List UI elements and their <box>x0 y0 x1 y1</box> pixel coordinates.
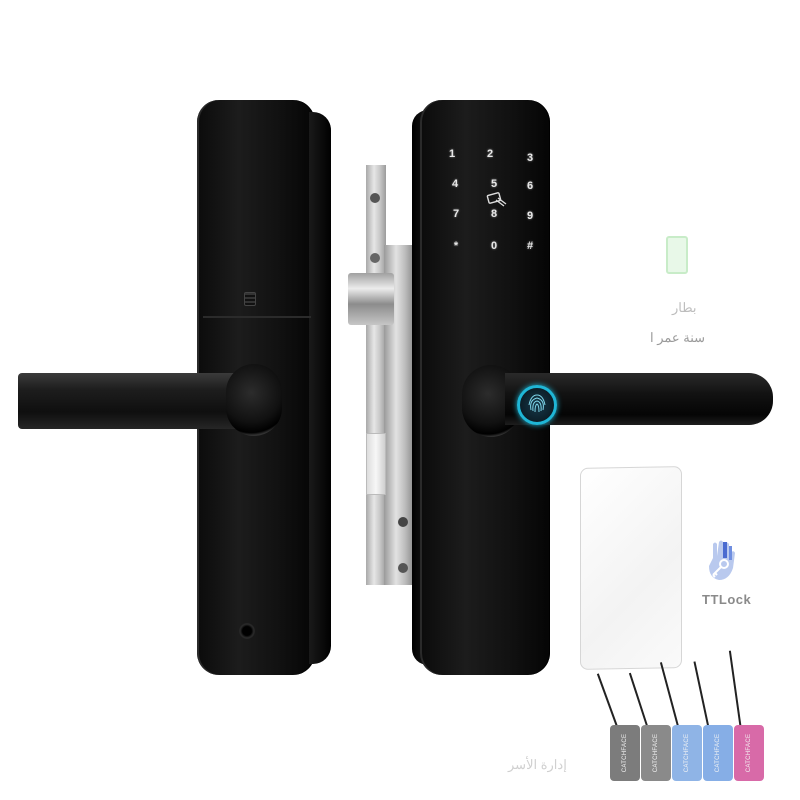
arabic-text-line-1: بطار <box>672 300 697 315</box>
app-logo-text: TTLock <box>702 592 752 607</box>
key-7[interactable]: 7 <box>452 208 460 220</box>
key-2[interactable]: 2 <box>486 148 494 160</box>
battery-cover-seam <box>203 316 311 318</box>
deadbolt <box>366 433 386 495</box>
key-star[interactable]: * <box>453 240 459 252</box>
key-8[interactable]: 8 <box>490 208 498 220</box>
rfid-fob: CATCHFACE <box>641 725 671 781</box>
key-hash[interactable]: # <box>526 240 534 252</box>
key-4[interactable]: 4 <box>451 178 459 190</box>
mortise-lock-body <box>348 165 420 585</box>
fingerprint-icon <box>528 394 546 413</box>
phone-battery-graphic <box>666 236 688 274</box>
arabic-text-bottom: إدارة الأسر <box>508 757 567 772</box>
back-handle-rose <box>226 364 282 436</box>
key-6[interactable]: 6 <box>526 180 534 192</box>
arabic-text-line-2: سنة عمر ا <box>650 330 706 345</box>
rfid-fob-group: CATCHFACE CATCHFACE CATCHFACE CATCHFACE … <box>596 640 770 790</box>
faceplate-screw-icon <box>370 253 380 263</box>
screw-slot-icon <box>244 292 256 306</box>
mechanical-keyhole-icon <box>239 623 255 639</box>
hand-key-icon <box>703 538 743 586</box>
rfid-fob: CATCHFACE <box>734 725 764 781</box>
faceplate-screw-icon <box>398 517 408 527</box>
faceplate-screw-icon <box>370 193 380 203</box>
back-lever-handle[interactable] <box>18 373 240 429</box>
key-0[interactable]: 0 <box>490 240 498 252</box>
rfid-fob: CATCHFACE <box>610 725 640 781</box>
keypad: 1 2 3 4 5 6 7 8 9 * 0 # <box>442 140 542 260</box>
fingerprint-sensor[interactable] <box>517 385 557 425</box>
key-9[interactable]: 9 <box>526 210 534 222</box>
key-3[interactable]: 3 <box>526 152 534 164</box>
key-1[interactable]: 1 <box>448 148 456 160</box>
latch-bolt <box>348 273 394 325</box>
rfid-fob: CATCHFACE <box>703 725 733 781</box>
faceplate-screw-icon <box>398 563 408 573</box>
key-5[interactable]: 5 <box>490 178 498 190</box>
rfid-fob: CATCHFACE <box>672 725 702 781</box>
card-tap-icon <box>486 192 508 208</box>
